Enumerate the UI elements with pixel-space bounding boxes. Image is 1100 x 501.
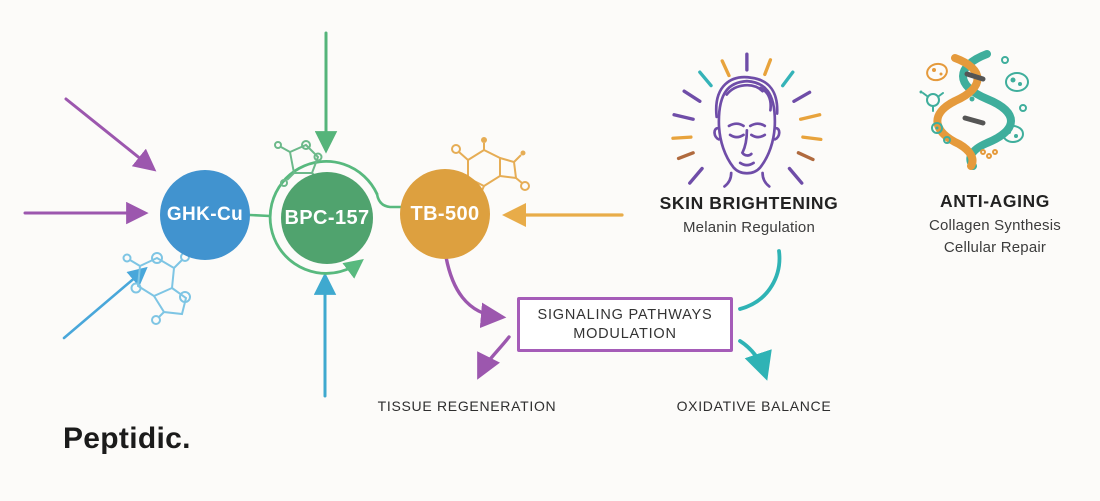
node-tb-500: TB-500 [400,169,490,259]
benefit-anti-aging: ANTI-AGING Collagen Synthesis Cellular R… [905,191,1085,256]
outcome-tissue-regeneration: TISSUE REGENERATION [377,398,557,414]
chain-connectors [248,160,403,279]
signaling-modulation-box: SIGNALING PATHWAYS MODULATION [517,297,733,352]
connector-bpc-tb [375,192,403,209]
molecule-icon-cyan [122,252,191,325]
arrow-purple-diagonal [64,97,157,172]
cycle-arc [268,160,379,279]
benefit-skin-brightening: SKIN BRIGHTENING Melanin Regulation [640,193,858,236]
node-ghk-cu: GHK-Cu [160,170,250,260]
brand-logo: Peptidic. [63,422,191,455]
benefit-subtitle: Cellular Repair [943,239,1047,256]
benefit-title: ANTI-AGING [939,191,1051,211]
box-line-2: MODULATION [573,326,677,342]
curve-skin-to-box [738,249,782,311]
curve-box-to-oxidative [738,339,772,381]
teal-flow-curves [738,249,782,381]
benefit-subtitle: Collagen Synthesis [928,217,1061,234]
node-label-bpc-157: BPC-157 [284,206,370,229]
connector-ghk-bpc [248,213,272,218]
node-bpc-157: BPC-157 [281,172,373,264]
benefit-title: SKIN BRIGHTENING [659,193,839,213]
curve-tb-to-box [444,255,507,329]
arrow-cyan-diagonal [62,266,148,340]
dna-cells-icon [919,50,1029,170]
purple-flow-curves [444,255,511,380]
node-label-tb-500: TB-500 [410,202,480,225]
benefit-subtitle: Melanin Regulation [682,219,815,236]
radiant-face-icon [671,52,823,188]
node-label-ghk-cu: GHK-Cu [166,204,244,225]
input-arrows [23,31,624,398]
box-line-1: SIGNALING PATHWAYS [537,307,713,323]
curve-box-to-tissue [477,335,511,380]
outcome-oxidative-balance: OXIDATIVE BALANCE [676,398,832,414]
